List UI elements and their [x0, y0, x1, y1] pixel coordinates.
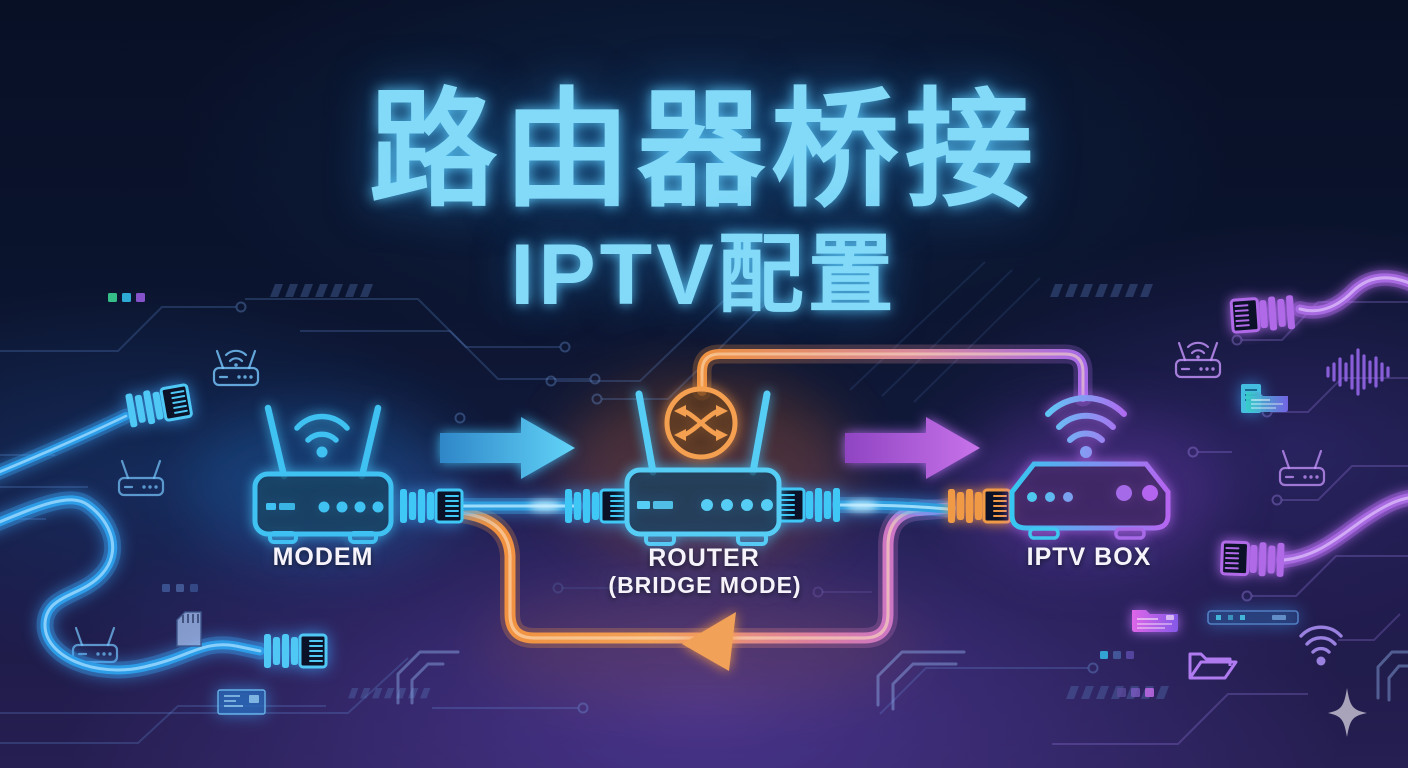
- audio-waveform-icon: [1326, 348, 1390, 396]
- antenna: [358, 404, 382, 480]
- antenna: [749, 390, 771, 476]
- page-subtitle: IPTV配置: [510, 227, 898, 323]
- router-device-icon: [624, 390, 782, 546]
- antenna: [264, 404, 288, 480]
- router-label: ROUTER: [648, 544, 760, 572]
- router-bridge-mode-label: (BRIDGE MODE): [608, 572, 802, 598]
- iptv-plug: [946, 487, 1012, 525]
- circuit-chip-icon: [217, 689, 266, 715]
- iptv-box-device-icon: [1009, 394, 1171, 540]
- pixel-squares: [1100, 651, 1154, 697]
- corner-frames: [396, 650, 1408, 711]
- audio-waveform-icon: [20, 353, 84, 407]
- modem-label: MODEM: [272, 543, 374, 571]
- bridge-swap-icon: [664, 386, 738, 460]
- modem-to-router-cable: [398, 487, 629, 525]
- sd-card-icon: [176, 611, 202, 647]
- folder-icon: [1246, 392, 1288, 412]
- ethernet-cable: [1229, 269, 1408, 335]
- modem-device-icon: [252, 404, 394, 544]
- wifi-icon: [1045, 394, 1127, 458]
- wifi-signal-icon: [1299, 625, 1343, 666]
- circuit-trace: [0, 261, 1408, 745]
- bridge-overhead-cable: [692, 344, 1093, 407]
- ethernet-cable: [1219, 489, 1408, 579]
- router-to-iptv-cable: [776, 486, 956, 524]
- wifi-icon: [294, 413, 350, 458]
- return-arrow-icon: [682, 612, 736, 671]
- page-title: 路由器桥接: [368, 79, 1040, 222]
- open-folder-icon: [1188, 652, 1238, 680]
- iptv-box-label: IPTV BOX: [1026, 543, 1152, 571]
- network-switch-icon: [1207, 610, 1299, 625]
- return-loop-cable: [442, 498, 960, 671]
- flow-arrow-modem-to-router-icon: [440, 417, 575, 479]
- ethernet-cable: [0, 381, 194, 480]
- folder-icon: [1132, 610, 1178, 632]
- antenna: [635, 390, 657, 476]
- ethernet-cable: [0, 491, 328, 679]
- sparkle-icon: [1328, 688, 1367, 737]
- flow-arrow-router-to-iptv-icon: [845, 417, 980, 479]
- pixel-squares: [108, 293, 198, 592]
